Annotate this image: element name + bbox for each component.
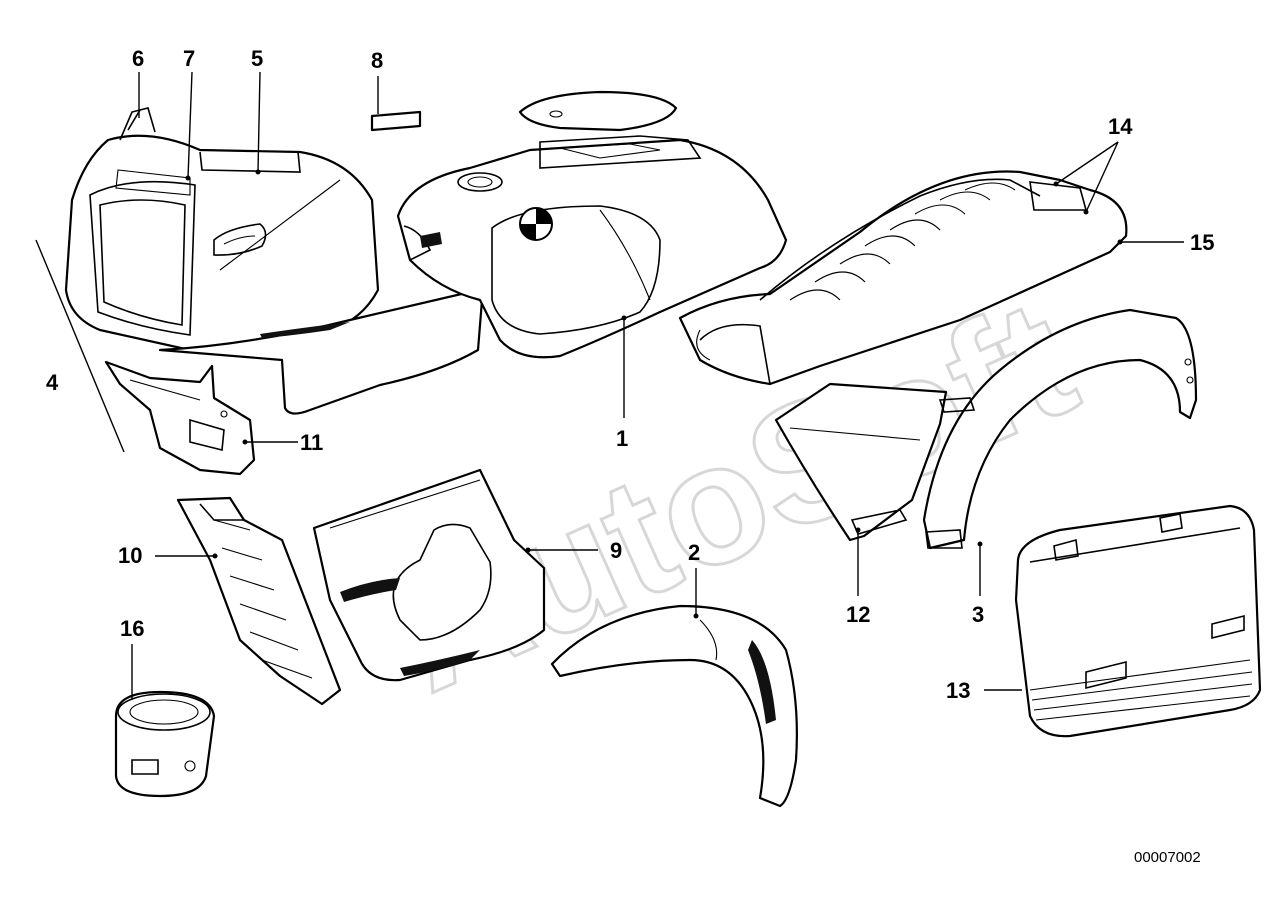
callout-2[interactable]: 2 [688,540,700,565]
callout-6[interactable]: 6 [132,46,144,71]
callout-7[interactable]: 7 [183,46,195,71]
case-part-13[interactable] [1014,504,1262,738]
fuel-tank-part[interactable] [396,135,788,359]
bmw-roundel-icon [519,207,553,241]
callout-5[interactable]: 5 [251,46,263,71]
pad-part-8[interactable] [370,110,422,132]
callout-12[interactable]: 12 [846,602,870,627]
callout-16[interactable]: 16 [120,616,144,641]
callout-15[interactable]: 15 [1190,230,1214,255]
ring-part-16[interactable] [114,690,216,798]
callout-3[interactable]: 3 [972,602,984,627]
seat-part[interactable] [678,170,1128,386]
callout-4[interactable]: 4 [46,370,59,395]
callout-8[interactable]: 8 [371,48,383,73]
front-fender-part-2[interactable] [550,604,798,808]
rack-part-10[interactable] [176,496,342,706]
side-panel-part-9[interactable] [312,468,546,682]
callout-11[interactable]: 11 [300,430,323,455]
seat-ribs [789,182,1016,301]
tank-lid[interactable] [518,90,678,132]
document-number: 00007002 [1134,849,1201,866]
callout-13[interactable]: 13 [946,678,970,703]
leader-lines [35,71,1184,700]
callout-14[interactable]: 14 [1108,114,1133,139]
rear-fender-part-3[interactable] [922,308,1198,550]
bracket-part-11[interactable] [104,360,256,476]
callout-1[interactable]: 1 [616,426,628,451]
callout-9[interactable]: 9 [610,538,622,563]
callout-labels: 6 7 5 8 14 15 4 1 11 10 9 2 12 3 16 13 [46,46,1214,703]
fairing-part[interactable] [64,107,484,415]
callout-10[interactable]: 10 [118,543,142,568]
